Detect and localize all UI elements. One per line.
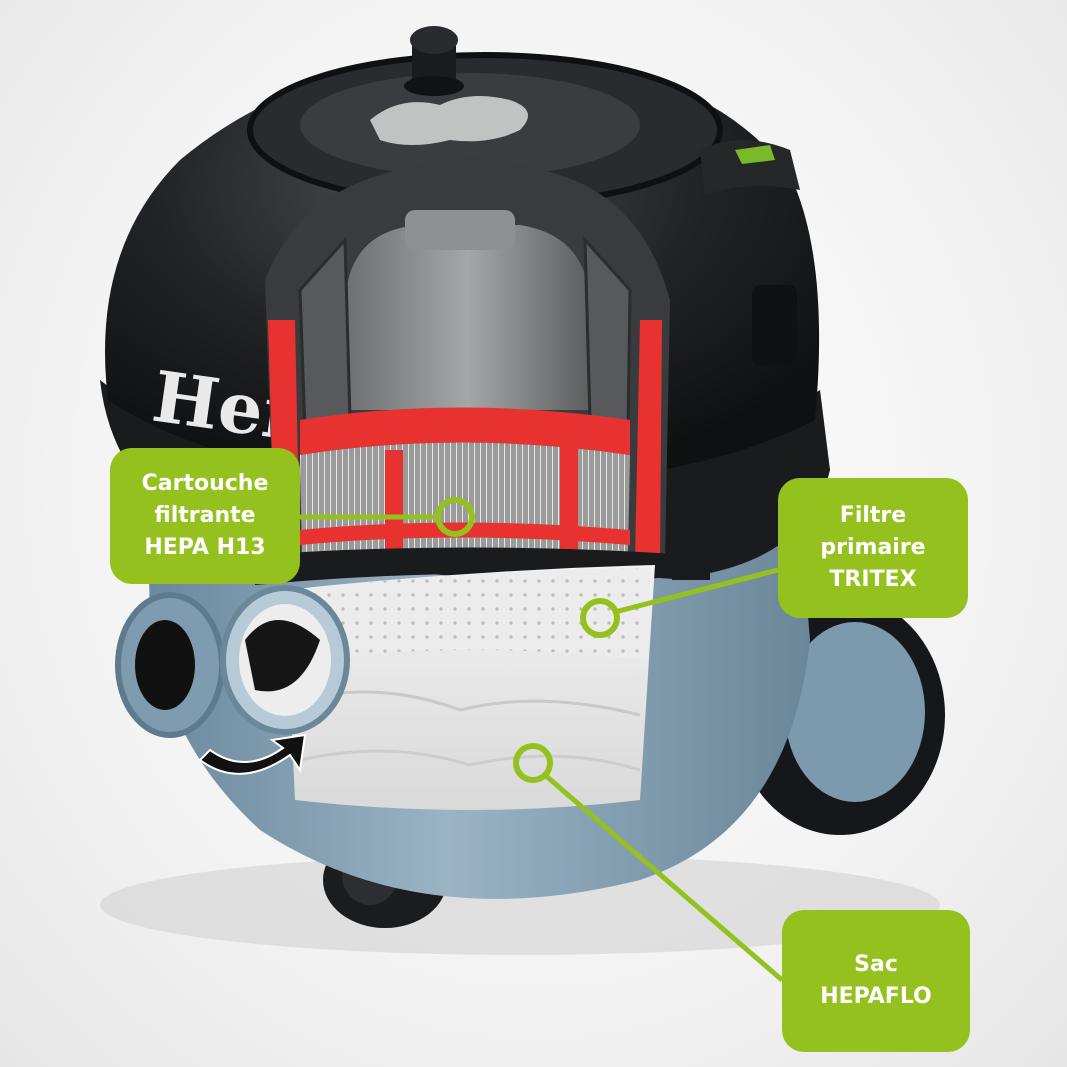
seal-clip xyxy=(672,520,710,580)
top-knob xyxy=(404,26,464,96)
hepa-cartridge xyxy=(300,407,630,558)
marker-hepa xyxy=(435,497,475,537)
motor-housing xyxy=(345,225,590,410)
callout-hepa-line1: Cartouche xyxy=(141,471,269,497)
callout-hepa-cartridge: Cartouche filtrante HEPA H13 xyxy=(110,448,300,584)
red-frame-right xyxy=(635,320,662,560)
seal-band xyxy=(255,547,690,585)
side-handle xyxy=(752,285,797,365)
motor-cap xyxy=(405,210,515,250)
callout-sac-line2: HEPAFLO xyxy=(820,984,932,1009)
power-switch xyxy=(700,140,800,195)
callout-tritex-line3: TRITEX xyxy=(829,566,917,592)
marker-sac xyxy=(513,743,553,783)
callout-hepa-line3: HEPA H13 xyxy=(144,534,266,560)
callout-tritex-line2: primaire xyxy=(820,535,926,561)
callout-tritex-line1: Filtre xyxy=(839,503,907,529)
callout-hepa-line2: filtrante xyxy=(154,503,256,529)
dust-bag xyxy=(285,565,655,810)
inlet-port xyxy=(115,585,350,738)
connector-sac xyxy=(543,773,784,982)
marker-tritex xyxy=(580,598,620,638)
floor-shadow xyxy=(100,855,940,955)
logo-map xyxy=(370,96,528,145)
connector-tritex xyxy=(614,567,779,615)
callout-hepaflo-bag: Sac HEPAFLO xyxy=(782,910,970,1052)
airflow-arrow xyxy=(198,733,307,775)
callout-sac-line1: Sac xyxy=(854,952,898,978)
callout-tritex-filter: Filtre primaire TRITEX xyxy=(778,478,968,618)
